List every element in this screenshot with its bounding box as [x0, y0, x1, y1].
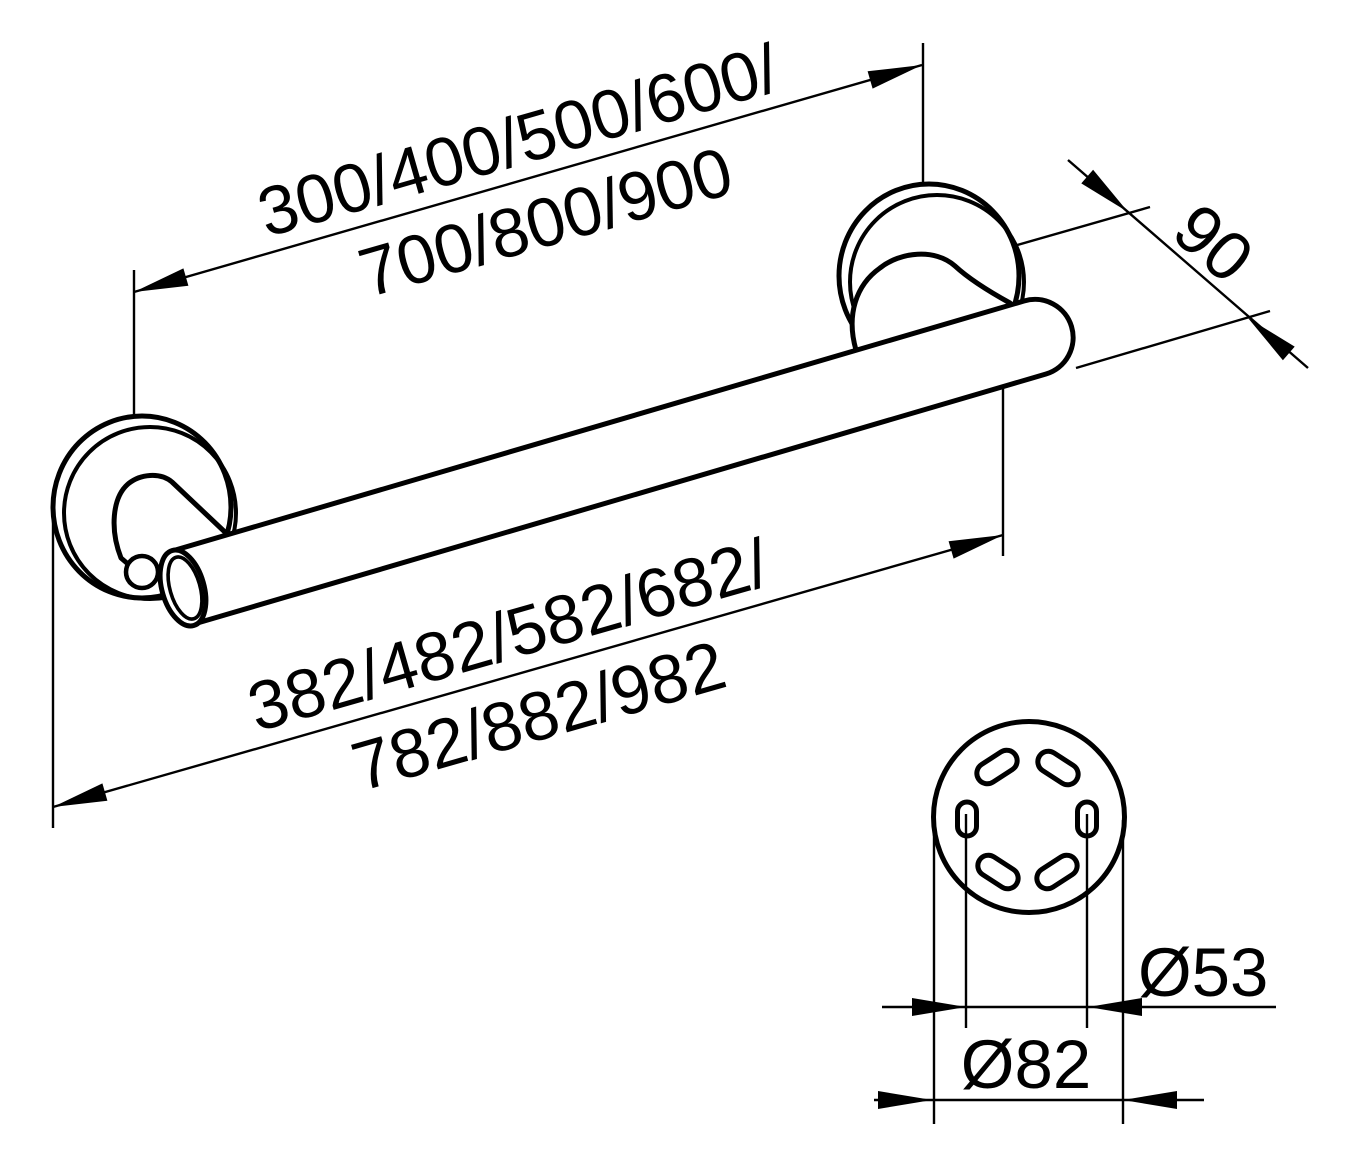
- bolt-circle-value: Ø53: [1138, 934, 1268, 1011]
- arrowhead-right: [1123, 1091, 1177, 1109]
- plate-slot-top-right: [1035, 748, 1081, 788]
- mounting-plate-detail: [931, 719, 1127, 915]
- extension-line-lower: [1075, 309, 1271, 370]
- bar-end-cap: [157, 547, 209, 629]
- arrowhead-right: [948, 535, 1003, 559]
- dimension-bolt-circle: Ø53: [882, 814, 1276, 1028]
- dimension-plate-diameter: Ø82: [874, 820, 1204, 1124]
- dimension-center-distance: 300/400/500/600/ 700/800/900: [132, 29, 925, 416]
- depth-value: 90: [1159, 189, 1267, 297]
- grab-bar-view: [50, 181, 1076, 629]
- plate-slot-top-left: [974, 747, 1020, 787]
- left-mount-screw-knob: [123, 553, 161, 591]
- grab-bar-tube: [169, 296, 1076, 627]
- arrowhead-left: [878, 1091, 932, 1109]
- arrowhead-right: [867, 65, 922, 89]
- arrowhead-lower: [1248, 318, 1295, 361]
- extension-line-upper: [1013, 205, 1151, 248]
- plate-diameter-value: Ø82: [961, 1026, 1091, 1103]
- arrowhead-right: [1088, 998, 1142, 1016]
- arrowhead-left: [134, 268, 189, 292]
- arrowhead-upper: [1081, 169, 1128, 212]
- plate-slot-bottom-right: [1034, 852, 1080, 892]
- plate-slot-bottom-left: [975, 852, 1021, 892]
- dimension-line: [133, 63, 923, 294]
- left-rosette-inner-rim: [62, 425, 238, 601]
- arrowhead-left: [912, 998, 966, 1016]
- arrowhead-left: [53, 783, 108, 807]
- bar-end-cap-inner: [166, 555, 204, 621]
- dimension-line: [52, 533, 1004, 809]
- plate-outline: [931, 719, 1127, 915]
